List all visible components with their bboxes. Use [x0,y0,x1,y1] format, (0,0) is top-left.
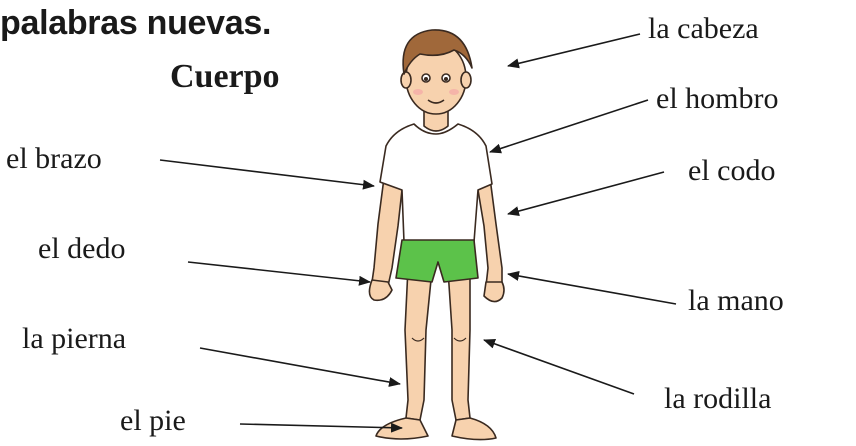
arrow-hand [507,271,677,305]
arrow-knee [483,339,635,395]
section-subheading: Cuerpo [170,58,280,95]
label-hand: la mano [688,284,784,317]
label-head: la cabeza [648,12,759,45]
label-leg: la pierna [22,322,127,355]
label-shoulder: el hombro [656,82,779,115]
pointer-arrows [159,33,677,433]
arrow-finger [187,261,371,286]
label-finger: el dedo [38,232,126,265]
section-heading: palabras nuevas. [0,4,272,42]
arrow-shoulder [489,99,649,154]
arrow-elbow [507,171,665,216]
boy-illustration [368,29,505,441]
arrow-leg [199,347,401,387]
arrow-head [507,33,641,69]
label-elbow: el codo [688,154,776,187]
label-knee: la rodilla [664,382,772,415]
label-foot: el pie [120,404,186,437]
label-arm: el brazo [6,142,102,175]
arrow-foot [239,422,403,433]
arrow-arm [159,159,375,190]
